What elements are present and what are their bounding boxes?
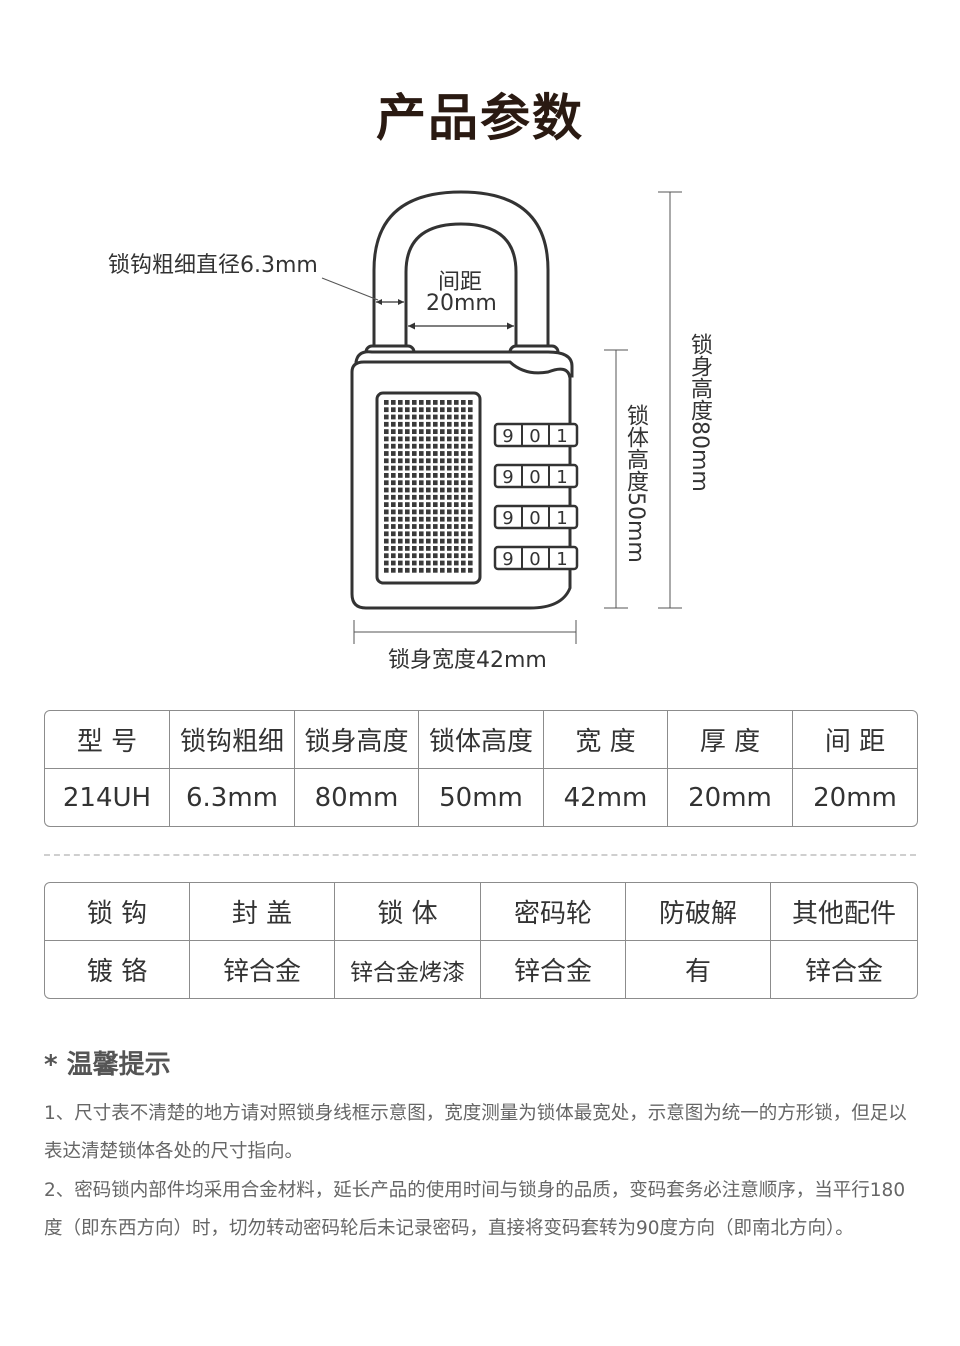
dial-digit: 0 bbox=[529, 426, 540, 447]
gap-label-value: 20mm bbox=[426, 291, 497, 316]
header-cell: 锁 体 bbox=[335, 883, 481, 941]
tip-item-2: 2、密码锁内部件均采用合金材料，延长产品的使用时间与锁身的品质，变码套务必注意顺… bbox=[44, 1180, 906, 1239]
dial-digit: 1 bbox=[556, 508, 567, 529]
header-cell: 其他配件 bbox=[771, 883, 917, 941]
table-header-row: 型 号 锁钩粗细 锁身高度 锁体高度 宽 度 厚 度 间 距 bbox=[45, 711, 917, 769]
tips-title: * 温馨提示 bbox=[44, 1050, 171, 1080]
value-cell: 42mm bbox=[544, 769, 668, 826]
value-cell: 锌合金 bbox=[481, 941, 626, 998]
shackle-outer bbox=[372, 190, 550, 350]
value-cell: 6.3mm bbox=[170, 769, 295, 826]
header-cell: 型 号 bbox=[45, 711, 170, 769]
table-row: 214UH 6.3mm 80mm 50mm 42mm 20mm 20mm bbox=[45, 769, 917, 826]
tip-item-1: 1、尺寸表不清楚的地方请对照锁身线框示意图，宽度测量为锁体最宽处，示意图为统一的… bbox=[44, 1103, 907, 1162]
dial-digit: 9 bbox=[502, 508, 513, 529]
value-cell: 锌合金烤漆 bbox=[335, 941, 481, 998]
header-cell: 封 盖 bbox=[190, 883, 335, 941]
shackle-thickness-label: 锁钩粗细直径6.3mm bbox=[108, 253, 318, 278]
dial-digit: 1 bbox=[556, 426, 567, 447]
header-cell: 锁钩粗细 bbox=[170, 711, 295, 769]
header-cell: 锁 钩 bbox=[45, 883, 190, 941]
grid-pattern bbox=[384, 400, 473, 573]
table-row: 镀 铬 锌合金 锌合金烤漆 锌合金 有 锌合金 bbox=[45, 941, 917, 998]
value-cell: 锌合金 bbox=[804, 957, 883, 987]
header-cell: 厚 度 bbox=[668, 711, 793, 769]
dial-digit: 1 bbox=[556, 467, 567, 488]
dial-digit: 0 bbox=[529, 508, 540, 529]
spec-table: 型 号 锁钩粗细 锁身高度 锁体高度 宽 度 厚 度 间 距 214UH 6.3… bbox=[44, 710, 918, 827]
lock-height-label: 锁身高度80mm bbox=[687, 333, 712, 492]
value-cell: 镀 铬 bbox=[45, 941, 190, 998]
value-cell: 锌合金 bbox=[190, 941, 335, 998]
value-cell: 50mm bbox=[419, 769, 544, 826]
header-cell: 锁体高度 bbox=[419, 711, 544, 769]
value-cell: 20mm bbox=[813, 782, 897, 813]
gap-label-top: 间距 bbox=[438, 270, 483, 295]
material-table: 锁 钩 封 盖 锁 体 密码轮 防破解 其他配件 镀 铬 锌合金 锌合金烤漆 锌… bbox=[44, 882, 918, 999]
shackle-inner bbox=[404, 222, 518, 350]
body-height-label: 锁体高度50mm bbox=[623, 404, 648, 563]
header-cell: 间 距 bbox=[793, 711, 917, 769]
dial-digit: 0 bbox=[529, 467, 540, 488]
page-title: 产品参数 bbox=[376, 89, 584, 147]
header-cell: 防破解 bbox=[626, 883, 771, 941]
header-cell: 锁身高度 bbox=[295, 711, 419, 769]
value-cell: 214UH bbox=[45, 769, 170, 826]
dial-digit: 9 bbox=[502, 549, 513, 570]
dial-digit: 0 bbox=[529, 549, 540, 570]
value-cell: 20mm bbox=[668, 769, 793, 826]
value-cell: 有 bbox=[626, 941, 771, 998]
dial-digit: 9 bbox=[502, 467, 513, 488]
dial-digit: 9 bbox=[502, 426, 513, 447]
table-header-row: 锁 钩 封 盖 锁 体 密码轮 防破解 其他配件 bbox=[45, 883, 917, 941]
width-label: 锁身宽度42mm bbox=[388, 648, 547, 673]
header-cell: 宽 度 bbox=[544, 711, 668, 769]
shackle-pointer-line bbox=[321, 277, 379, 301]
value-cell: 80mm bbox=[295, 769, 419, 826]
header-cell: 密码轮 bbox=[481, 883, 626, 941]
dial-digit: 1 bbox=[556, 549, 567, 570]
dashed-divider bbox=[44, 854, 916, 856]
